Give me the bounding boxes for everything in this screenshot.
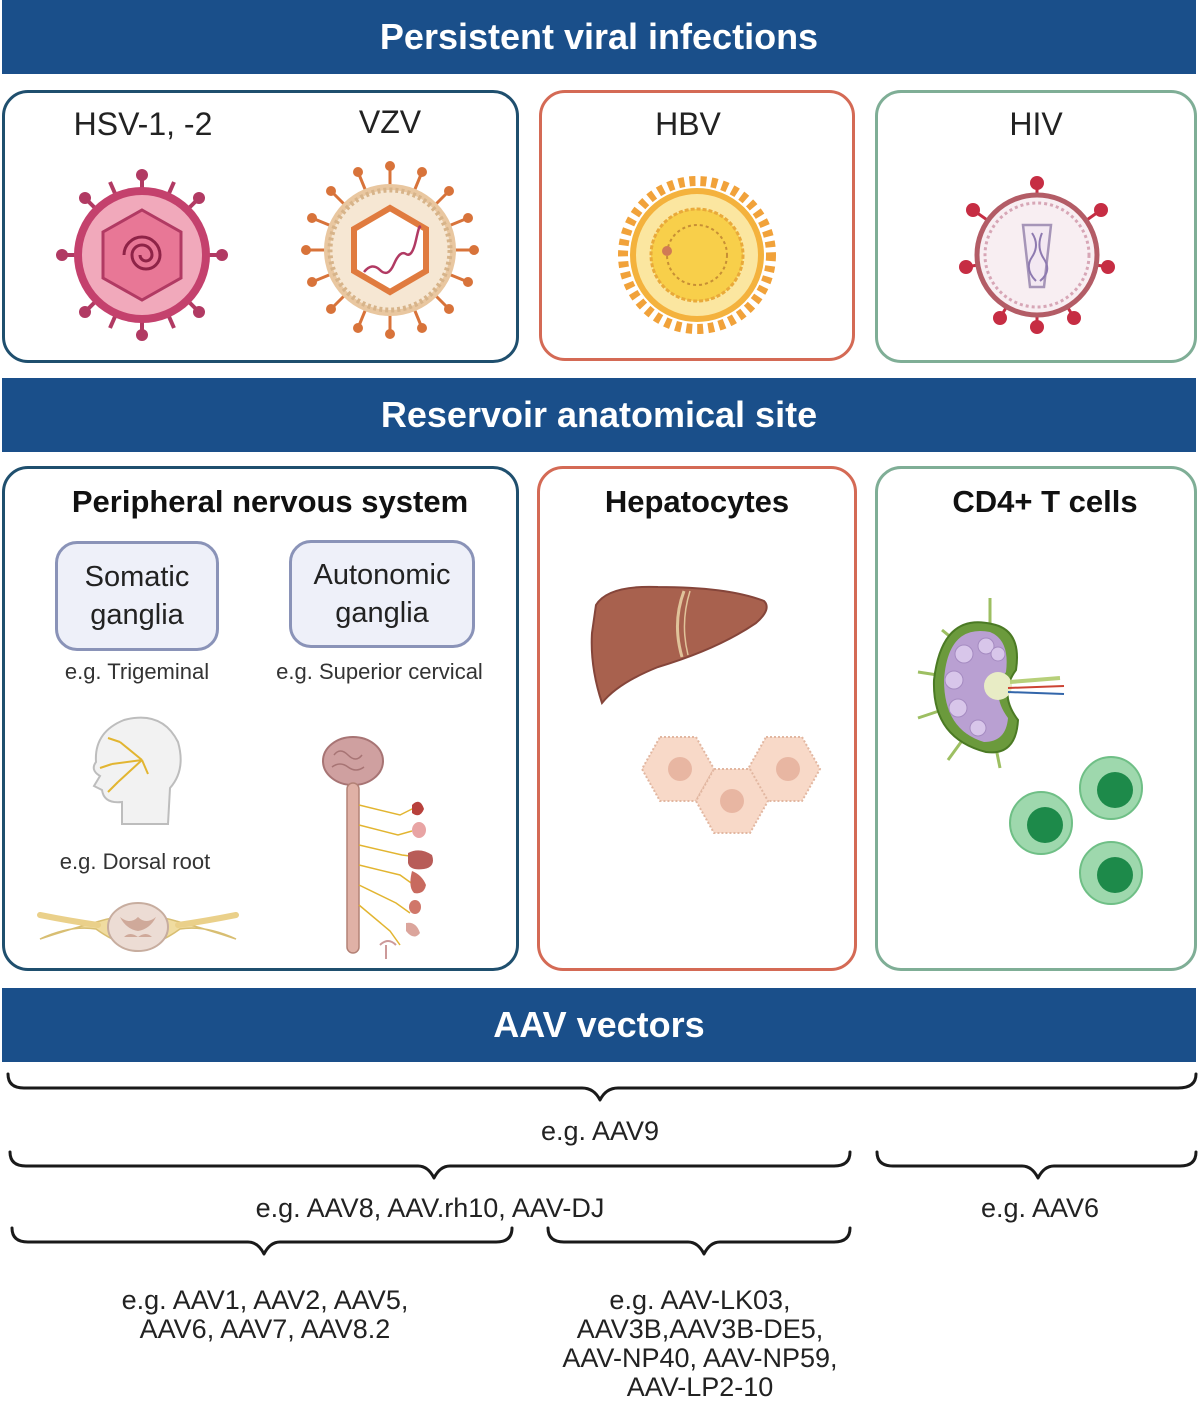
eg-superior-cervical: e.g. Superior cervical xyxy=(276,659,483,684)
aav-braces xyxy=(6,1072,1198,1256)
virus-label-vzv: VZV xyxy=(358,104,422,140)
aav-nervous-line-1: e.g. AAV1, AAV2, AAV5, xyxy=(121,1285,409,1315)
aav-liver-line-2: AAV3B,AAV3B-DE5, xyxy=(576,1314,824,1344)
site-title-pns: Peripheral nervous system xyxy=(71,484,469,519)
autonomic-line-2: ganglia xyxy=(335,597,429,629)
aav-nervous-liver-label: e.g. AAV8, AAV.rh10, AAV-DJ xyxy=(255,1193,605,1223)
card-hepatocytes xyxy=(537,466,857,971)
aav-nervous-label: e.g. AAV1, AAV2, AAV5, AAV6, AAV7, AAV8.… xyxy=(80,1286,450,1344)
brace-liver xyxy=(546,1226,852,1256)
banner-aav-vectors: AAV vectors xyxy=(2,988,1196,1062)
liver-icon xyxy=(590,585,768,706)
banner-title: Persistent viral infections xyxy=(379,16,819,57)
site-title-cd4: CD4+ T cells xyxy=(952,484,1138,519)
aav-liver-line-4: AAV-LP2-10 xyxy=(626,1372,774,1402)
vzv-virion-icon xyxy=(301,161,479,339)
autonomic-ganglia-box: Autonomic ganglia xyxy=(289,540,475,648)
banner-persistent-viral-infections: Persistent viral infections xyxy=(2,0,1196,74)
aav-nervous-line-2: AAV6, AAV7, AAV8.2 xyxy=(139,1314,391,1344)
brace-tcells xyxy=(875,1150,1198,1180)
aav-tcells-label: e.g. AAV6 xyxy=(980,1193,1100,1223)
hepatocyte-cells-icon xyxy=(640,736,822,834)
somatic-ganglia-box: Somatic ganglia xyxy=(55,541,219,651)
brace-nervous-liver xyxy=(8,1150,852,1180)
spinal-cord-section-icon xyxy=(37,902,239,952)
aav-liver-line-1: e.g. AAV-LK03, xyxy=(609,1285,791,1315)
eg-trigeminal: e.g. Trigeminal xyxy=(64,659,210,684)
t-cells-icon xyxy=(1009,756,1143,905)
head-trigeminal-icon xyxy=(92,716,182,825)
autonomic-line-1: Autonomic xyxy=(313,559,451,591)
somatic-line-2: ganglia xyxy=(90,599,184,631)
site-title-hepatocytes: Hepatocytes xyxy=(604,484,790,519)
somatic-line-1: Somatic xyxy=(84,561,190,593)
brace-nervous xyxy=(10,1226,514,1256)
aav-all-label: e.g. AAV9 xyxy=(540,1116,660,1146)
brain-spinal-cord-icon xyxy=(322,736,433,959)
virus-label-hsv: HSV-1, -2 xyxy=(73,106,213,142)
hsv-virion-icon xyxy=(56,169,228,341)
virus-label-hiv: HIV xyxy=(1009,106,1063,142)
aav-liver-line-3: AAV-NP40, AAV-NP59, xyxy=(562,1343,838,1373)
hiv-virion-icon xyxy=(959,176,1115,334)
banner-reservoir-anatomical-site: Reservoir anatomical site xyxy=(2,378,1196,452)
aav-liver-label: e.g. AAV-LK03, AAV3B,AAV3B-DE5, AAV-NP40… xyxy=(540,1286,860,1402)
card-cd4-t-cells xyxy=(875,466,1197,971)
hbv-virion-icon xyxy=(618,176,776,334)
virus-label-hbv: HBV xyxy=(655,106,721,142)
banner-title: AAV vectors xyxy=(493,1004,705,1045)
eg-dorsal-root: e.g. Dorsal root xyxy=(59,849,211,874)
banner-title: Reservoir anatomical site xyxy=(380,394,818,435)
brace-all xyxy=(6,1072,1198,1102)
lymph-node-icon xyxy=(917,598,1065,769)
